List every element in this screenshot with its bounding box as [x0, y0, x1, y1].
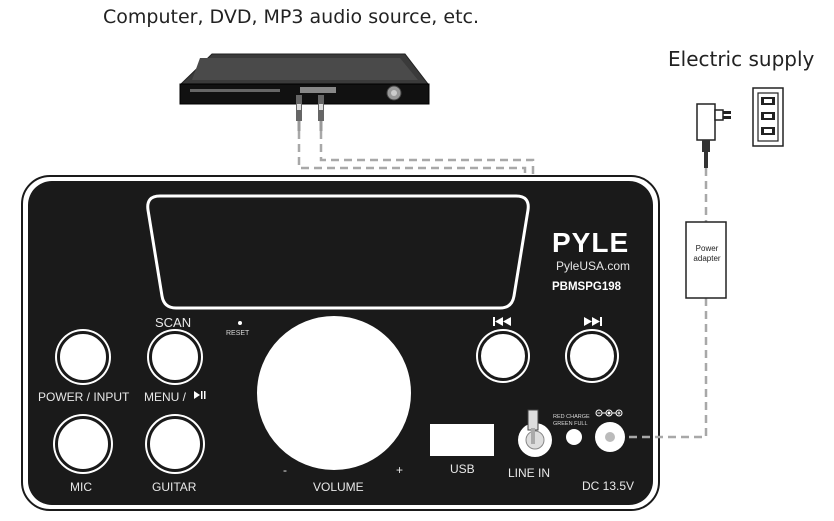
rca-cables	[296, 95, 324, 131]
power-wire	[626, 168, 708, 439]
reset-label: RESET	[226, 330, 250, 337]
scan-label: SCAN	[155, 315, 192, 330]
line-in-label: LINE IN	[508, 466, 551, 480]
power-input-knob[interactable]	[57, 331, 109, 383]
brand-website: PyleUSA.com	[556, 259, 631, 273]
dc-voltage-label: DC 13.5V	[582, 479, 635, 493]
usb-port[interactable]	[430, 424, 494, 456]
dvd-player	[179, 53, 430, 105]
power-input-label: POWER / INPUT	[38, 390, 130, 404]
volume-plus-label: +	[396, 463, 404, 477]
volume-minus-label: -	[283, 463, 287, 477]
usb-label: USB	[450, 462, 475, 476]
electric-supply-caption: Electric supply	[668, 47, 815, 71]
menu-label: MENU /	[144, 390, 186, 404]
guitar-label: GUITAR	[152, 480, 197, 494]
play-pause-icon	[194, 391, 206, 399]
wall-outlet-icon	[752, 87, 784, 147]
dc-jack[interactable]	[595, 422, 625, 452]
brand-logo: PYLE	[552, 227, 630, 258]
charge-led	[566, 429, 582, 445]
volume-knob[interactable]	[256, 315, 412, 471]
next-track-button[interactable]	[567, 331, 617, 381]
charge-label: RED CHARGE GREEN FULL	[553, 414, 590, 427]
previous-track-icon	[493, 317, 511, 326]
reset-button[interactable]	[236, 319, 244, 327]
volume-label: VOLUME	[313, 480, 364, 494]
mic-label: MIC	[70, 480, 92, 494]
mic-knob[interactable]	[55, 416, 111, 472]
power-adapter-box	[685, 221, 727, 299]
prev-track-button[interactable]	[478, 331, 528, 381]
line-in-jack[interactable]	[518, 423, 552, 457]
wall-plug-icon	[696, 103, 731, 168]
model-number: PBMSPG198	[552, 281, 622, 293]
dc-polarity-icon	[595, 409, 623, 417]
source-caption: Computer, DVD, MP3 audio source, etc.	[103, 6, 480, 28]
line-in-plug	[527, 409, 539, 444]
device-panel	[21, 175, 660, 511]
power-adapter-label: Power adapter	[693, 244, 721, 263]
next-track-icon	[584, 317, 602, 326]
guitar-knob[interactable]	[147, 416, 203, 472]
scan-menu-knob[interactable]	[149, 331, 201, 383]
